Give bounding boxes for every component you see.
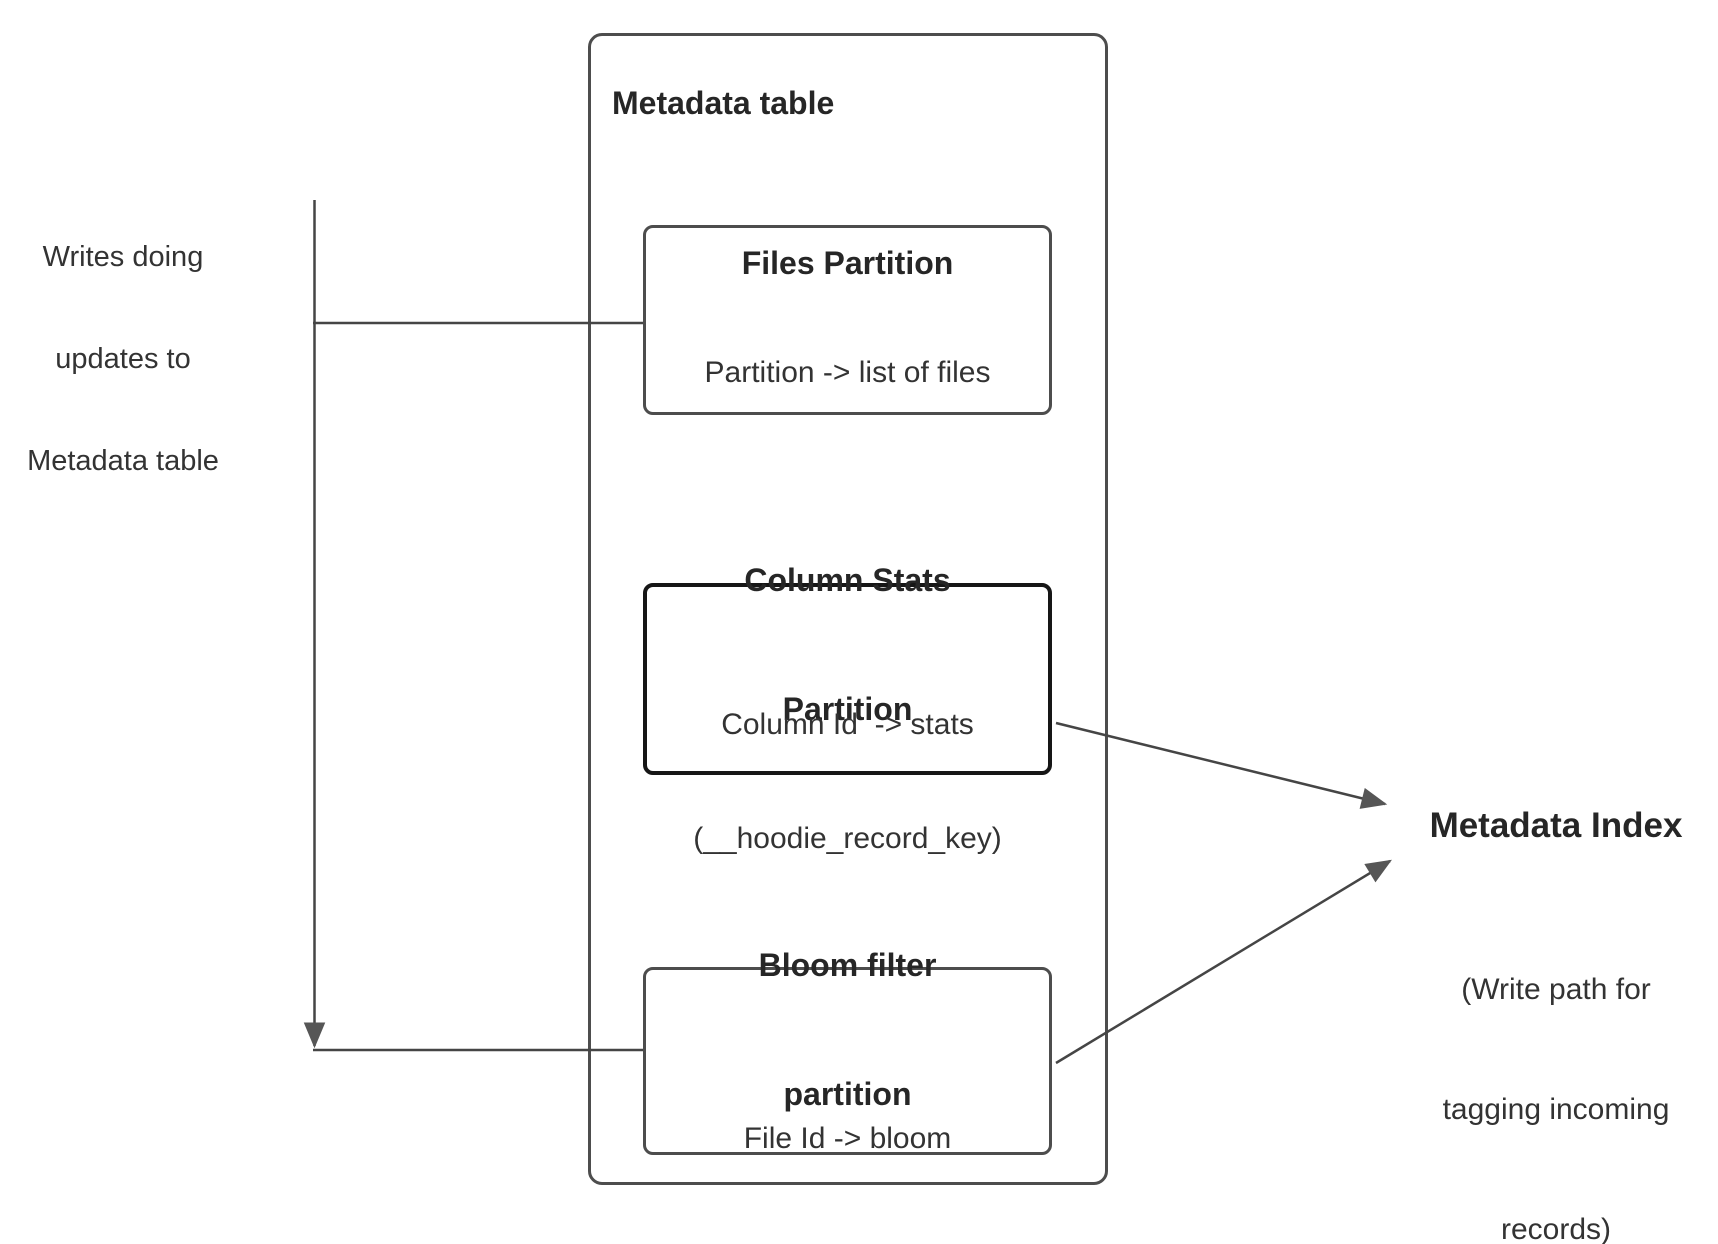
bloom-filter-partition-body: File Id -> bloom [643, 1044, 1052, 1234]
metadata-index-note: (Write path for tagging incoming records… [1380, 890, 1718, 1244]
files-partition-box [643, 225, 1052, 415]
note-line: tagging incoming [1442, 1093, 1670, 1126]
heading-line: Bloom filter [758, 947, 937, 983]
heading-line: Column Stats [744, 562, 951, 598]
writes-annotation-line: Writes doing [42, 241, 204, 273]
column-stats-partition-box [643, 583, 1052, 775]
bloom-filter-partition-heading: Bloom filter partition [643, 858, 1052, 1202]
column-stats-partition-body: Column Id -> stats (__hoodie_record_key) [643, 630, 1052, 934]
heading-line: partition [783, 1076, 912, 1112]
heading-line: Files Partition [741, 245, 954, 281]
metadata-index-title: Metadata Index [1429, 806, 1683, 845]
writes-annotation: Writes doing updates to Metadata table [10, 172, 236, 546]
metadata-table-container [588, 33, 1108, 1185]
body-line: Column Id -> stats [721, 708, 974, 741]
note-line: records) [1500, 1213, 1612, 1244]
body-line: (__hoodie_record_key) [693, 822, 1002, 855]
files-partition-body: Partition -> list of files [643, 278, 1052, 468]
metadata-table-title: Metadata table [612, 85, 835, 121]
note-line: (Write path for [1461, 973, 1651, 1006]
body-line: File Id -> bloom [743, 1122, 952, 1155]
writes-annotation-line: Metadata table [27, 445, 219, 477]
heading-line: Partition [782, 691, 913, 727]
writes-annotation-line: updates to [55, 343, 191, 375]
files-partition-heading: Files Partition [643, 156, 1052, 371]
body-line: Partition -> list of files [704, 356, 991, 389]
column-stats-partition-heading: Column Stats Partition [643, 473, 1052, 817]
bloom-filter-partition-box [643, 967, 1052, 1155]
